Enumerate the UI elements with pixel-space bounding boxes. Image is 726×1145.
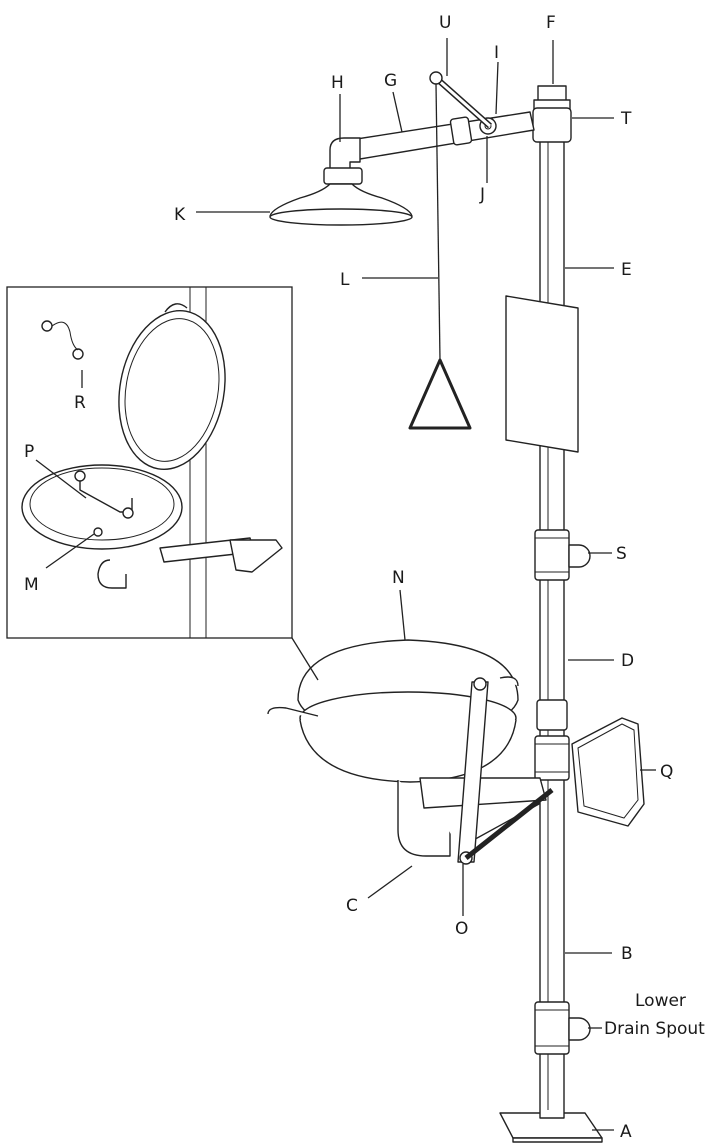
main-pipe <box>532 85 591 1119</box>
label-f: F <box>546 13 556 33</box>
label-a: A <box>620 1122 632 1142</box>
label-r: R <box>74 393 86 413</box>
label-c: C <box>346 896 358 916</box>
label-i: I <box>494 43 499 63</box>
label-t: T <box>620 109 632 129</box>
eyewash-bowl <box>267 639 554 865</box>
label-l: L <box>340 270 350 290</box>
label-b: B <box>621 944 633 964</box>
leader-lines <box>35 38 656 1131</box>
label-u: U <box>439 13 451 33</box>
label-h: H <box>331 73 344 93</box>
shower-head <box>269 137 413 226</box>
part-labels: F U I G H T J K L E R P M S N D Q C O B … <box>24 13 705 1142</box>
label-m: M <box>24 575 39 595</box>
label-p: P <box>24 442 34 462</box>
label-n: N <box>392 568 405 588</box>
label-j: J <box>479 185 485 205</box>
sign-plate <box>505 295 579 453</box>
label-d: D <box>621 651 634 671</box>
floor-flange-a <box>499 1112 603 1143</box>
label-o: O <box>455 919 468 939</box>
label-s: S <box>616 544 627 564</box>
eyewash-inset <box>6 286 293 639</box>
foot-paddle <box>571 717 645 827</box>
label-g: G <box>384 71 397 91</box>
label-q: Q <box>660 762 673 782</box>
label-lower: Lower <box>635 991 686 1011</box>
pull-rod <box>408 71 492 430</box>
label-k: K <box>174 205 186 225</box>
label-e: E <box>621 260 632 280</box>
label-drain-spout: Drain Spout <box>604 1019 705 1039</box>
shower-arm <box>349 111 535 161</box>
